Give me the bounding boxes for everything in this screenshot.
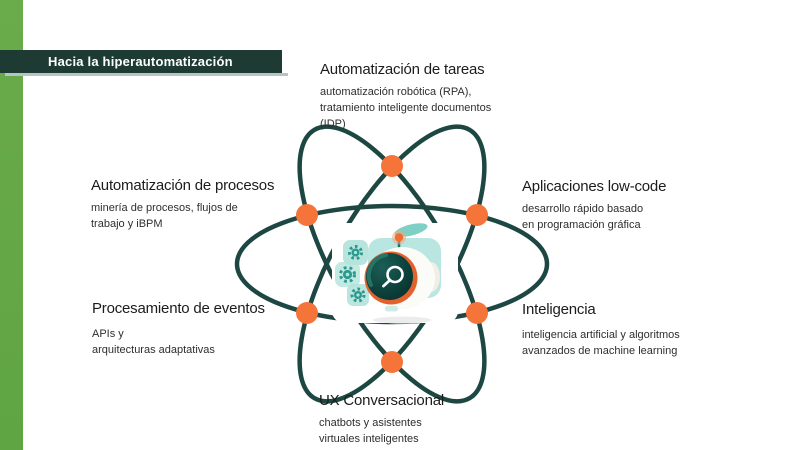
orbit-node-dot-upper-right	[466, 204, 488, 226]
gear-icon	[348, 245, 363, 260]
robot-chin-badge	[385, 306, 398, 312]
robot-shadow	[373, 316, 431, 324]
node-description: desarrollo rápido basado en programación…	[522, 203, 644, 232]
banner-shadow	[5, 73, 288, 76]
node-title: UX Conversacional	[319, 392, 444, 409]
left-accent-bar	[0, 0, 23, 450]
node-aplicaciones-low-code: Aplicaciones low-code desarrollo rápido …	[522, 178, 722, 234]
node-description: APIs y arquitecturas adaptativas	[92, 328, 215, 357]
orbit-node-dot-bottom	[381, 351, 403, 373]
node-automatizacion-de-tareas: Automatización de tareas automatización …	[320, 61, 550, 133]
search-icon	[382, 265, 404, 288]
node-ux-conversacional: UX Conversacional chatbots y asistentes …	[319, 392, 519, 448]
node-description: chatbots y asistentes virtuales intelige…	[319, 417, 422, 446]
title-banner: Hacia la hiperautomatización	[0, 50, 282, 73]
node-title: Inteligencia	[522, 301, 596, 318]
node-procesamiento-de-eventos: Procesamiento de eventos APIs y arquitec…	[92, 300, 292, 359]
orbit-node-dot-upper-left	[296, 204, 318, 226]
orbit-node-dot-top	[381, 155, 403, 177]
node-automatizacion-de-procesos: Automatización de procesos minería de pr…	[91, 177, 291, 233]
node-title: Procesamiento de eventos	[92, 300, 265, 317]
node-title: Automatización de tareas	[320, 61, 485, 78]
node-description: automatización robótica (RPA), tratamien…	[320, 86, 492, 131]
screen-highlight	[366, 253, 388, 287]
app-tiles	[335, 240, 369, 306]
orbit-node-dot-lower-left	[296, 302, 318, 324]
node-inteligencia: Inteligencia inteligencia artificial y a…	[522, 301, 742, 360]
gear-icon	[339, 266, 356, 283]
node-description: inteligencia artificial y algoritmos ava…	[522, 329, 680, 358]
robot-screen	[366, 253, 413, 300]
robot-search-illustration	[332, 223, 458, 324]
node-title: Automatización de procesos	[91, 177, 275, 194]
node-description: minería de procesos, flujos de trabajo y…	[91, 202, 238, 231]
node-title: Aplicaciones low-code	[522, 178, 667, 195]
gear-icon	[350, 287, 366, 303]
page-title: Hacia la hiperautomatización	[48, 54, 233, 69]
orbit-node-dot-lower-right	[466, 302, 488, 324]
